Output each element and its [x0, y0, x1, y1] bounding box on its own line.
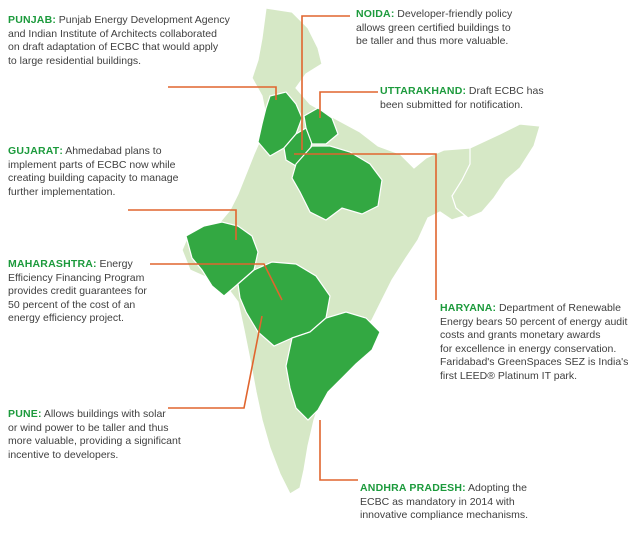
callout-text-line: Allows buildings with solar: [43, 408, 166, 420]
leader-gujarat: [128, 209, 237, 240]
callout-text-line: Ahmedabad plans to: [65, 145, 162, 157]
callout-text-line: or wind power to be taller and thus: [8, 421, 169, 434]
leader-haryana: [294, 153, 437, 300]
callout-text-line: and Indian Institute of Architects colla…: [8, 27, 217, 40]
callout-text-line: be taller and thus more valuable.: [356, 35, 509, 47]
andhra-pradesh-region: [285, 311, 381, 421]
callout-text-line: costs and grants monetary awards: [440, 329, 601, 341]
leader-andhra: [319, 420, 358, 481]
state-name: PUNE: [8, 408, 38, 420]
callout-text-line: Draft ECBC has: [468, 85, 544, 97]
callout-haryana: HARYANA: Department of Renewable Energy …: [440, 302, 629, 382]
callout-text-line: Punjab Energy Development Agency: [58, 14, 230, 26]
state-name: UTTARAKHAND: [380, 85, 463, 97]
state-name: HARYANA: [440, 302, 493, 314]
callout-text-line: to large residential buildings.: [8, 54, 142, 67]
callout-gujarat: GUJARAT: Ahmedabad plans to implement pa…: [8, 145, 179, 198]
callout-text-line: allows green certified buildings to: [356, 21, 511, 34]
callout-text-line: Adopting the: [468, 482, 527, 494]
callout-text-line: energy efficiency project.: [8, 312, 124, 324]
callout-text-line: Developer-friendly policy: [397, 8, 513, 20]
callout-pune: PUNE: Allows buildings with solar or win…: [8, 408, 181, 461]
callout-text-line: 50 percent of the cost of an: [8, 298, 136, 311]
callout-text-line: Energy bears 50 percent of energy audit: [440, 315, 628, 328]
uttar-pradesh-region: [291, 145, 383, 221]
state-name: NOIDA: [356, 8, 391, 20]
callout-text-line: more valuable, providing a significant: [8, 435, 181, 447]
callout-text-line: ECBC as mandatory in 2014 with: [360, 495, 515, 508]
leader-maharashtra: [150, 263, 283, 301]
callout-uttarakhand: UTTARAKHAND: Draft ECBC has been submitt…: [380, 85, 544, 111]
state-name: ANDHRA PRADESH: [360, 482, 463, 494]
callout-text-line: creating building capacity to manage: [8, 172, 179, 184]
state-name: PUNJAB: [8, 14, 53, 26]
callout-text-line: further implementation.: [8, 185, 116, 198]
callout-text-line: Energy: [99, 258, 133, 270]
callout-andhra-pradesh: ANDHRA PRADESH: Adopting the ECBC as man…: [360, 482, 529, 521]
leader-uttarakhand: [319, 91, 378, 118]
callout-text-line: on draft adaptation of ECBC that would a…: [8, 41, 219, 53]
state-name: GUJARAT: [8, 145, 60, 157]
callout-text-line: innovative compliance mechanisms.: [360, 509, 529, 521]
leader-lines: [128, 15, 437, 481]
callout-text-line: Department of Renewable: [498, 302, 621, 314]
northeast-region: [451, 123, 541, 219]
state-name: MAHARASHTRA: [8, 258, 94, 270]
callout-text-line: Efficiency Financing Program: [8, 271, 145, 284]
callout-text-line: incentive to developers.: [8, 448, 119, 461]
callout-text-line: for excellence in energy conservation.: [440, 342, 617, 355]
callout-punjab: PUNJAB: Punjab Energy Development Agency…: [8, 14, 230, 67]
callout-noida: NOIDA: Developer-friendly policy allows …: [356, 8, 513, 47]
callout-text-line: Faridabad's GreenSpaces SEZ is India's: [440, 356, 629, 368]
leader-pune: [168, 315, 263, 409]
callout-text-line: implement parts of ECBC now while: [8, 158, 176, 171]
leader-noida: [301, 15, 350, 150]
state-regions: [181, 7, 541, 495]
callout-text-line: first LEED® Platinum IT park.: [440, 369, 578, 382]
callout-text-line: provides credit guarantees for: [8, 285, 147, 297]
callout-maharashtra: MAHARASHTRA: Energy Efficiency Financing…: [8, 258, 147, 324]
leader-punjab: [168, 86, 277, 100]
callout-text-line: been submitted for notification.: [380, 98, 524, 111]
